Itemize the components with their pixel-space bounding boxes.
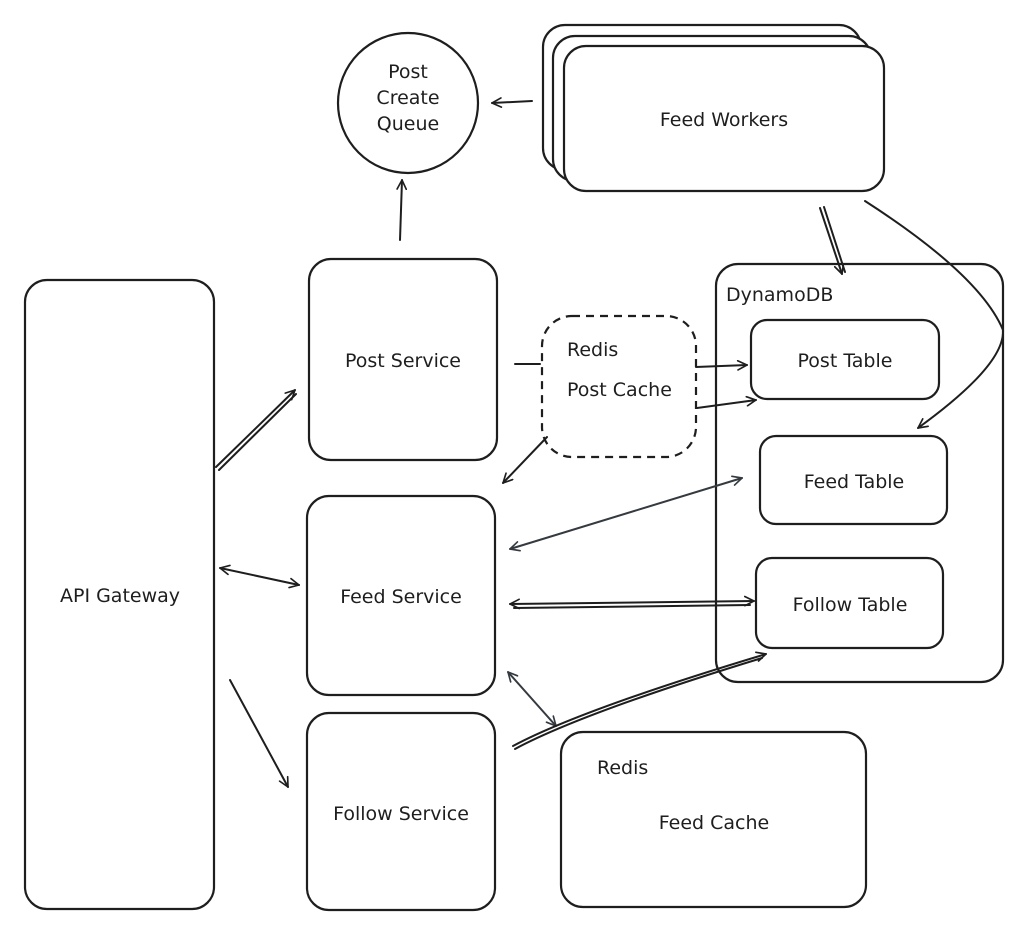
queue-label-line-2: Create [376,87,439,109]
arrow-workers-to-queue [491,97,533,108]
queue-label-line-3: Queue [377,113,439,135]
redis-feed-cache: Redis Feed Cache [559,730,868,909]
post-cache-title: Redis [567,339,618,361]
feed-workers-stack: Feed Workers [541,23,886,193]
arrow-workers-to-dynamodb [819,207,845,275]
feed-service-label: Feed Service [340,586,462,608]
queue-circle [336,31,480,175]
feed-service: Feed Service [305,494,497,697]
post-service-label: Post Service [345,350,461,372]
queue-label-line-1: Post [388,61,428,83]
connections [215,97,1005,788]
feed-table-box [758,434,949,526]
arrow-follow-service-to-follow-table [512,651,767,747]
post-table-label: Post Table [798,350,893,372]
feed-service-box [305,494,497,697]
dynamodb-title: DynamoDB [726,284,833,306]
feed-workers-label: Feed Workers [660,109,788,131]
feed-cache-box [559,730,868,909]
post-service: Post Service [307,257,499,462]
arrow-gateway-to-post-service-double [218,393,297,471]
arrow-cache-to-post-table [695,359,748,371]
arrow-workers-to-feed-table [864,200,1005,429]
arrow-cache-to-post-table-2 [696,395,757,409]
arrow-gateway-feed-service [219,564,300,589]
post-cache-label: Post Cache [567,379,672,401]
api-gateway-label: API Gateway [60,585,180,607]
redis-post-cache: Redis Post Cache [540,314,698,459]
feed-cache-title: Redis [597,757,648,779]
arrow-feed-service-feed-cache [507,671,557,727]
arrow-gateway-to-follow-service [229,679,289,788]
api-gateway: API Gateway [23,278,216,911]
follow-table-label: Follow Table [793,594,908,616]
feed-table-label: Feed Table [804,471,905,493]
arrow-workers-to-dynamodb-double [823,206,846,273]
dynamodb: DynamoDB Post Table Feed Table Follow Ta… [714,262,1005,684]
follow-service-box [305,711,497,912]
arrow-follow-service-to-follow-table-double [514,657,763,750]
api-gateway-box [23,278,216,911]
follow-service-label: Follow Service [333,803,469,825]
follow-service: Follow Service [305,711,497,912]
arrow-feed-service-follow-table [509,595,755,610]
arrow-feed-service-follow-table-double [513,604,751,609]
arrow-post-service-to-queue [396,179,408,241]
post-service-box [307,257,499,462]
feed-cache-label: Feed Cache [659,812,769,834]
follow-table-box [754,556,945,650]
post-table-box [749,318,941,401]
feed-workers-box [562,44,886,193]
post-create-queue: Post Create Queue [336,31,480,175]
arrow-gateway-to-post-service [215,389,296,468]
post-cache-box [540,314,698,459]
arrow-cache-to-feed-service [502,436,548,484]
arrow-feed-service-feed-table [509,475,743,552]
